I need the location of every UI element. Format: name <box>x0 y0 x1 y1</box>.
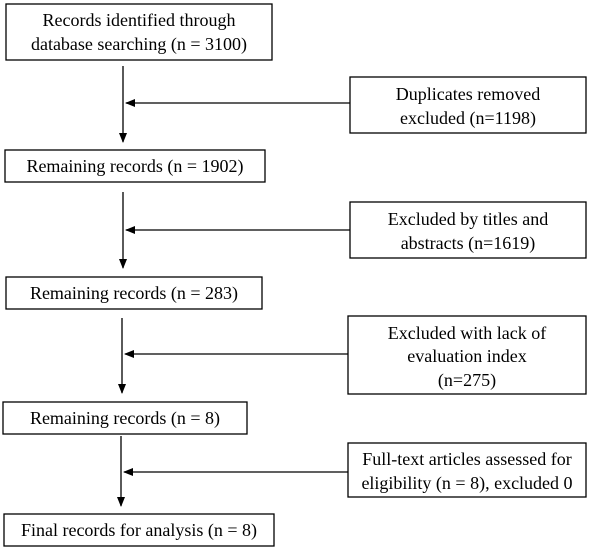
main-step-1-line-2: database searching (n = 3100) <box>31 34 247 55</box>
main-step-2-line-1: Remaining records (n = 1902) <box>26 156 243 177</box>
main-step-3: Remaining records (n = 283) <box>5 276 263 310</box>
exclusion-4-box <box>347 442 587 498</box>
exclusion-4-line-2: eligibility (n = 8), excluded 0 <box>361 473 572 494</box>
exclusion-1-line-1: Duplicates removed <box>396 84 540 104</box>
exclusion-2-box <box>349 201 587 259</box>
exclusion-2-line-1: Excluded by titles and <box>388 209 548 229</box>
exclusion-3-box <box>347 315 587 395</box>
main-step-3-box <box>5 276 263 310</box>
exclusion-1: Duplicates removed excluded (n=1198) <box>349 76 587 134</box>
main-step-5-box <box>3 513 275 547</box>
exclusion-3-line-1: Excluded with lack of <box>388 323 546 343</box>
exclusion-3-line-2: evaluation index <box>407 346 526 366</box>
exclusion-1-line-2: excluded (n=1198) <box>400 108 536 129</box>
main-step-1-line-1: Records identified through <box>43 10 236 30</box>
exclusion-1-box <box>349 76 587 134</box>
main-step-2: Remaining records (n = 1902) <box>4 149 266 183</box>
exclusion-4: Full-text articles assessed for eligibil… <box>347 442 587 498</box>
main-step-4-box <box>2 401 248 435</box>
exclusion-2: Excluded by titles and abstracts (n=1619… <box>349 201 587 259</box>
main-step-1: Records identified through database sear… <box>5 3 273 61</box>
main-step-4: Remaining records (n = 8) <box>2 401 248 435</box>
exclusion-3-line-3: (n=275) <box>438 370 496 391</box>
main-step-4-line-1: Remaining records (n = 8) <box>30 408 220 429</box>
main-step-5: Final records for analysis (n = 8) <box>3 513 275 547</box>
exclusion-2-line-2: abstracts (n=1619) <box>401 233 536 254</box>
exclusion-3: Excluded with lack of evaluation index (… <box>347 315 587 395</box>
exclusion-4-line-1: Full-text articles assessed for <box>362 449 571 469</box>
main-step-5-line-1: Final records for analysis (n = 8) <box>21 520 257 541</box>
main-step-1-box <box>5 3 273 61</box>
main-step-3-line-1: Remaining records (n = 283) <box>30 283 238 304</box>
main-step-2-box <box>4 149 266 183</box>
